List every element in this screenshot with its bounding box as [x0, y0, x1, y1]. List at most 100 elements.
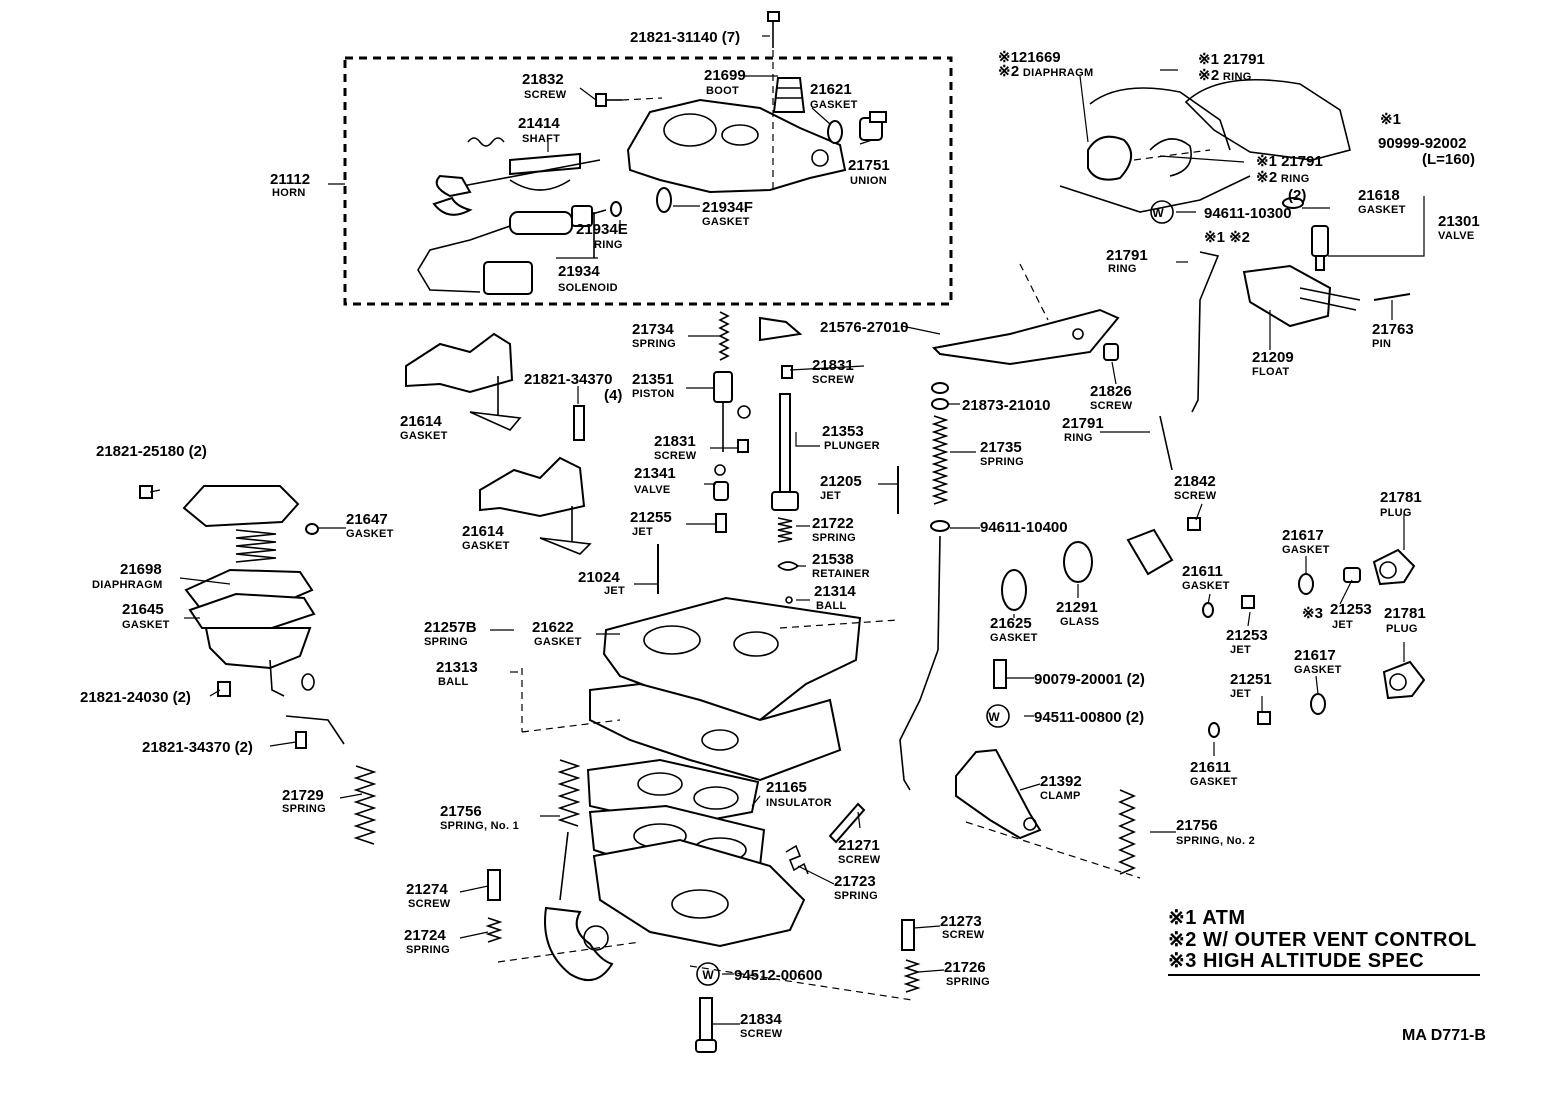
label-21734-num: 21734	[632, 321, 674, 338]
horn-assembly-group-box	[343, 56, 953, 306]
label-21791c-marks: ※1 ※2	[1204, 229, 1250, 246]
label-21826-desc: SCREW	[1090, 400, 1133, 412]
label-21538-num: 21538	[812, 551, 854, 568]
label-21934-desc: SOLENOID	[558, 282, 618, 294]
bracket-21614b-drawing	[479, 456, 592, 555]
gasket-21647-drawing	[305, 523, 319, 535]
label-21274-num: 21274	[406, 881, 448, 898]
label-21611a-desc: GASKET	[1182, 580, 1230, 592]
label-21781b-num: 21781	[1384, 605, 1426, 622]
label-21734-desc: SPRING	[632, 338, 676, 350]
label-21781a-desc: PLUG	[1380, 507, 1412, 519]
lever-21576-drawing	[931, 263, 1120, 366]
carburetor-main-body-drawing	[521, 596, 899, 782]
label-21617a-desc: GASKET	[1282, 544, 1330, 556]
throttle-body-drawing	[497, 759, 913, 1001]
label-21934f-desc: GASKET	[702, 216, 750, 228]
label-21763-num: 21763	[1372, 321, 1414, 338]
float-21209-drawing	[1242, 264, 1361, 328]
label-21617a-num: 21617	[1282, 527, 1324, 544]
shaft-21414-drawing	[432, 137, 601, 216]
label-21647-desc: GASKET	[346, 528, 394, 540]
label-21392-desc: CLAMP	[1040, 790, 1081, 802]
label-21698-num: 21698	[120, 561, 162, 578]
cover-plate-drawing	[1126, 528, 1174, 576]
w-markers	[696, 200, 1174, 986]
label-21726-num: 21726	[944, 959, 986, 976]
label-21873: 21873-21010	[962, 397, 1050, 414]
part-drawings	[139, 11, 1426, 1053]
label-21614b-num: 21614	[462, 523, 504, 540]
label-94512-num: 94512-00600	[734, 967, 822, 984]
label-21834-desc: SCREW	[740, 1028, 783, 1040]
label-21698-desc: DIAPHRAGM	[92, 579, 163, 591]
boot-21699-drawing	[772, 77, 806, 113]
label-21821-34370a-num: 21821-34370	[524, 371, 612, 388]
label-21669-num: ※121669	[998, 49, 1061, 66]
label-21255-num: 21255	[630, 509, 672, 526]
label-21842-num: 21842	[1174, 473, 1216, 490]
label-21205-desc: JET	[820, 490, 841, 502]
label-90079: 90079-20001 (2)	[1034, 671, 1145, 688]
screw-21831b-drawing	[737, 439, 749, 453]
label-21353-desc: PLUNGER	[824, 440, 880, 452]
gasket-21611a-drawing	[1202, 602, 1214, 618]
label-21735-desc: SPRING	[980, 456, 1024, 468]
label-21313-num: 21313	[436, 659, 478, 676]
label-21625-desc: GASKET	[990, 632, 1038, 644]
label-21253a-num: 21253	[1330, 601, 1372, 618]
label-21791c-desc: RING	[1108, 263, 1137, 275]
jet-21253a-drawing	[1343, 567, 1361, 583]
label-21729-desc: SPRING	[282, 803, 326, 815]
label-21614a-num: 21614	[400, 413, 442, 430]
label-21723-num: 21723	[834, 873, 876, 890]
spring-21724-drawing	[485, 917, 503, 943]
label-21621-num: 21621	[810, 81, 852, 98]
solenoid-21934-drawing	[417, 205, 607, 295]
label-21618-num: 21618	[1358, 187, 1400, 204]
label-21821-25180: 21821-25180 (2)	[96, 443, 207, 460]
screw-21831a-drawing	[781, 365, 793, 379]
plug-21781a-drawing	[1372, 548, 1416, 586]
label-21576: 21576-27010	[820, 319, 908, 336]
label-21722-num: 21722	[812, 515, 854, 532]
pin-21763-drawing	[1373, 293, 1411, 301]
plug-21781b-drawing	[1382, 660, 1426, 700]
rod-drawing	[1191, 251, 1220, 413]
label-21625-num: 21625	[990, 615, 1032, 632]
label-94511-w: W	[988, 710, 1000, 724]
label-21024-desc: JET	[604, 585, 625, 597]
gasket-21625-drawing	[1001, 569, 1027, 611]
label-21729-num: 21729	[282, 787, 324, 804]
jet-21253b-drawing	[1241, 595, 1255, 609]
legend-item-1: ※1 ATM	[1168, 907, 1246, 929]
label-21647-num: 21647	[346, 511, 388, 528]
label-21621-desc: GASKET	[810, 99, 858, 111]
label-21617b-desc: GASKET	[1294, 664, 1342, 676]
screw-21273-drawing	[901, 919, 915, 951]
legend-item-3: ※3 HIGH ALTITUDE SPEC	[1168, 950, 1424, 972]
label-21351-num: 21351	[632, 371, 674, 388]
label-21392-num: 21392	[1040, 773, 1082, 790]
label-21253a-desc: JET	[1332, 619, 1353, 631]
label-21934e-desc: RING	[594, 239, 623, 251]
label-21934e-num: 21934E	[576, 221, 628, 238]
label-21341-desc: VALVE	[634, 484, 671, 496]
label-21313-desc: BALL	[438, 676, 469, 688]
label-21834-num: 21834	[740, 1011, 782, 1028]
screw-21842-drawing	[1187, 517, 1201, 531]
label-21699-desc: BOOT	[706, 85, 739, 97]
valve-21301-drawing	[1311, 225, 1329, 271]
label-21611b-desc: GASKET	[1190, 776, 1238, 788]
label-21165-num: 21165	[766, 779, 807, 796]
label-21271-num: 21271	[838, 837, 880, 854]
label-21791a-num: ※1 21791	[1198, 51, 1265, 68]
spring-21735-rod-drawing	[899, 382, 950, 791]
label-21024-num: 21024	[578, 569, 620, 586]
label-21723-desc: SPRING	[834, 890, 878, 902]
legend-item-2: ※2 W/ OUTER VENT CONTROL	[1168, 929, 1477, 951]
jet-21251-drawing	[1257, 711, 1271, 725]
label-21726-desc: SPRING	[946, 976, 990, 988]
label-90999-desc: (L=160)	[1422, 151, 1475, 168]
